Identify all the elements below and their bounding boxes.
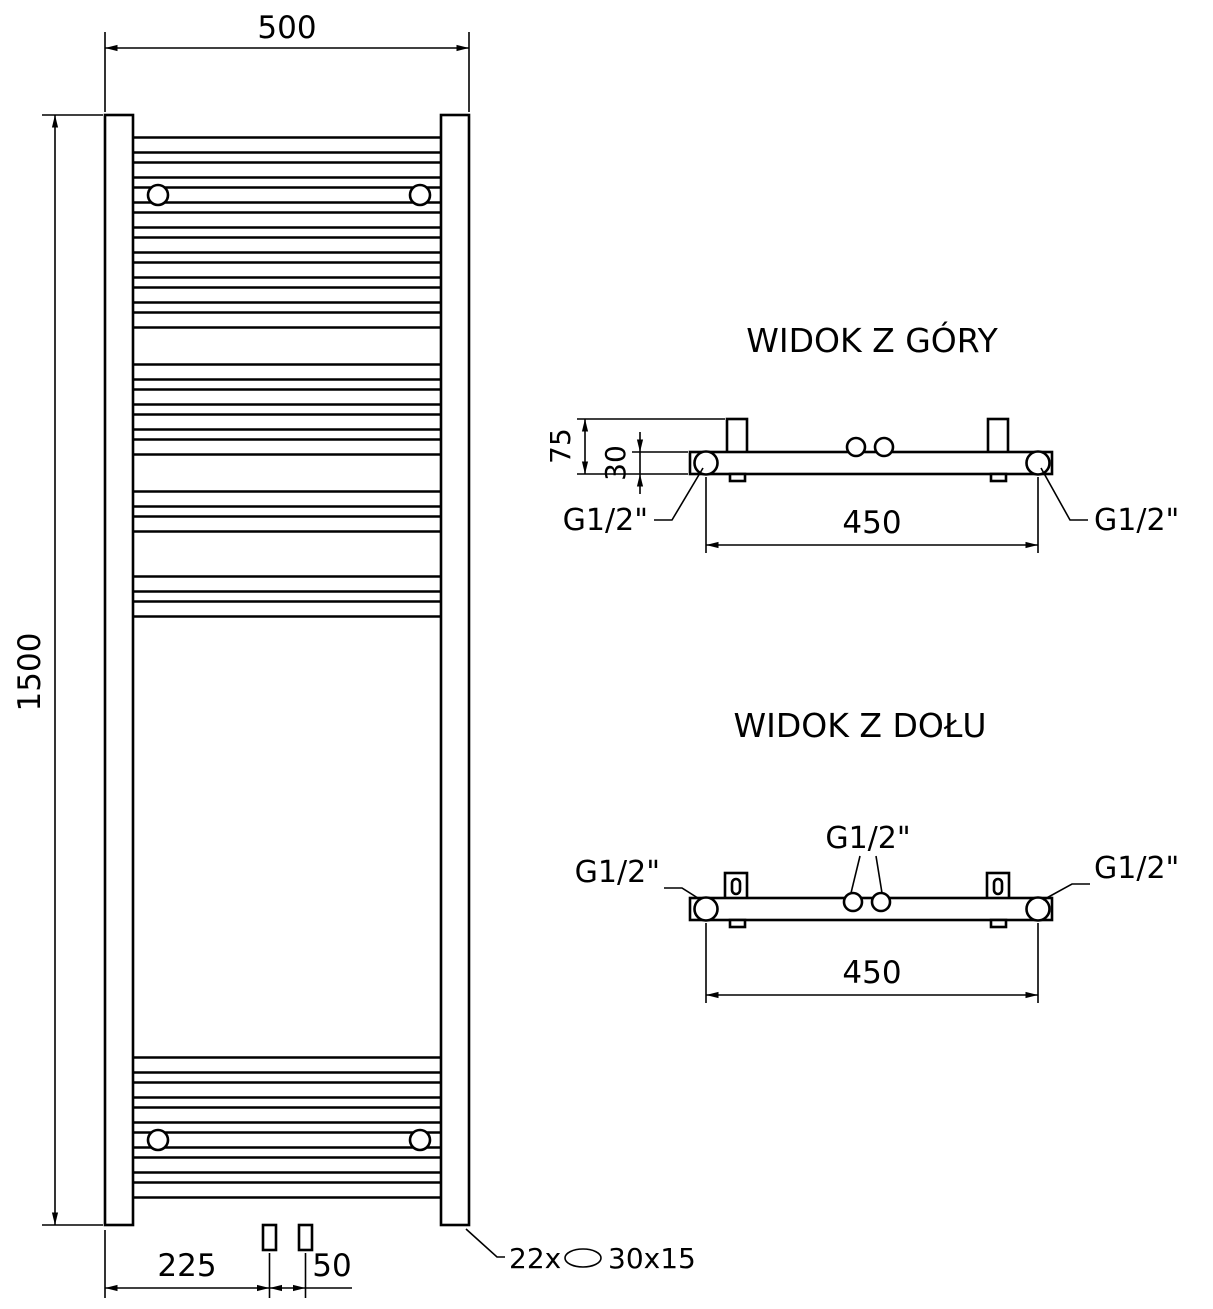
- top-view-center-plug-right: [873, 436, 895, 458]
- bottom-view-connection-labels: G1/2" G1/2" G1/2": [575, 821, 1179, 901]
- hanger-bracket-circle: [408, 1128, 432, 1152]
- dim-span-top: 450: [705, 477, 1039, 553]
- top-view-left-wall-bracket: [725, 417, 749, 456]
- top-view-left-connection: [693, 450, 719, 476]
- top-view-connection-labels: G1/2" G1/2": [563, 467, 1179, 538]
- dim-bottom-left-label: 225: [157, 1248, 216, 1284]
- bottom-view-right-bracket-slot: [992, 877, 1004, 896]
- bottom-view-center-connection-left: [842, 891, 864, 913]
- dim-depth-total-label: 75: [544, 428, 577, 464]
- dim-span-top-label: 450: [842, 505, 901, 541]
- right-rail: [439, 113, 471, 1227]
- bottom-view: WIDOK Z DOŁU G1/2" G1/2" G1/2" 450: [575, 706, 1179, 1003]
- bottom-view-left-bracket-slot: [730, 877, 742, 896]
- dim-span-bottom-label: 450: [842, 955, 901, 991]
- rungs: [133, 136, 441, 1199]
- bottom-view-title: WIDOK Z DOŁU: [733, 706, 986, 745]
- dim-width: 500: [104, 10, 470, 112]
- bottom-view-tube: [688, 896, 1054, 922]
- bottom-view-conn-left-label: G1/2": [575, 855, 660, 890]
- bottom-view-center-connection-right: [870, 891, 892, 913]
- top-view-center-plug-left: [845, 436, 867, 458]
- bottom-view-conn-right-label: G1/2": [1094, 851, 1179, 886]
- dim-depth: 75 30: [544, 418, 725, 494]
- bottom-view-right-connection: [1025, 896, 1051, 922]
- bottom-view-left-connection: [693, 896, 719, 922]
- top-view-right-connection: [1025, 450, 1051, 476]
- top-view-title: WIDOK Z GÓRY: [746, 320, 998, 360]
- front-view: 500 1500 225 50 22x 30x15: [12, 10, 696, 1298]
- bottom-pipe-right: [297, 1223, 314, 1252]
- top-view-conn-right-label: G1/2": [1094, 503, 1179, 538]
- left-rail: [103, 113, 135, 1227]
- rung-size-label: 30x15: [608, 1242, 696, 1275]
- hanger-bracket-circle: [146, 1128, 170, 1152]
- dim-width-label: 500: [257, 10, 316, 46]
- dim-span-bottom: 450: [705, 923, 1039, 1003]
- bottom-view-right-foot: [989, 918, 1008, 929]
- dim-bottom-center-label: 50: [312, 1248, 351, 1284]
- dim-height-label: 1500: [12, 633, 48, 712]
- top-view-left-foot: [728, 472, 747, 483]
- rung-profile-note: 22x 30x15: [465, 1228, 696, 1275]
- top-view-right-wall-bracket: [986, 417, 1010, 456]
- bottom-view-conn-center-label: G1/2": [825, 821, 910, 856]
- dim-bottom: 225 50: [104, 1230, 352, 1298]
- rung-count-label: 22x: [509, 1242, 561, 1275]
- dim-height: 1500: [12, 114, 103, 1226]
- hanger-bracket-circle: [146, 183, 170, 207]
- hanger-bracket-circle: [408, 183, 432, 207]
- top-view-right-foot: [989, 472, 1008, 483]
- top-view-conn-left-label: G1/2": [563, 503, 648, 538]
- top-view: WIDOK Z GÓRY 75 30 450: [544, 320, 1179, 553]
- dim-depth-tube-label: 30: [599, 445, 632, 481]
- oval-profile-icon: [564, 1248, 602, 1268]
- top-view-tube: [688, 450, 1054, 476]
- bottom-view-left-foot: [728, 918, 747, 929]
- bottom-pipe-left: [261, 1223, 278, 1252]
